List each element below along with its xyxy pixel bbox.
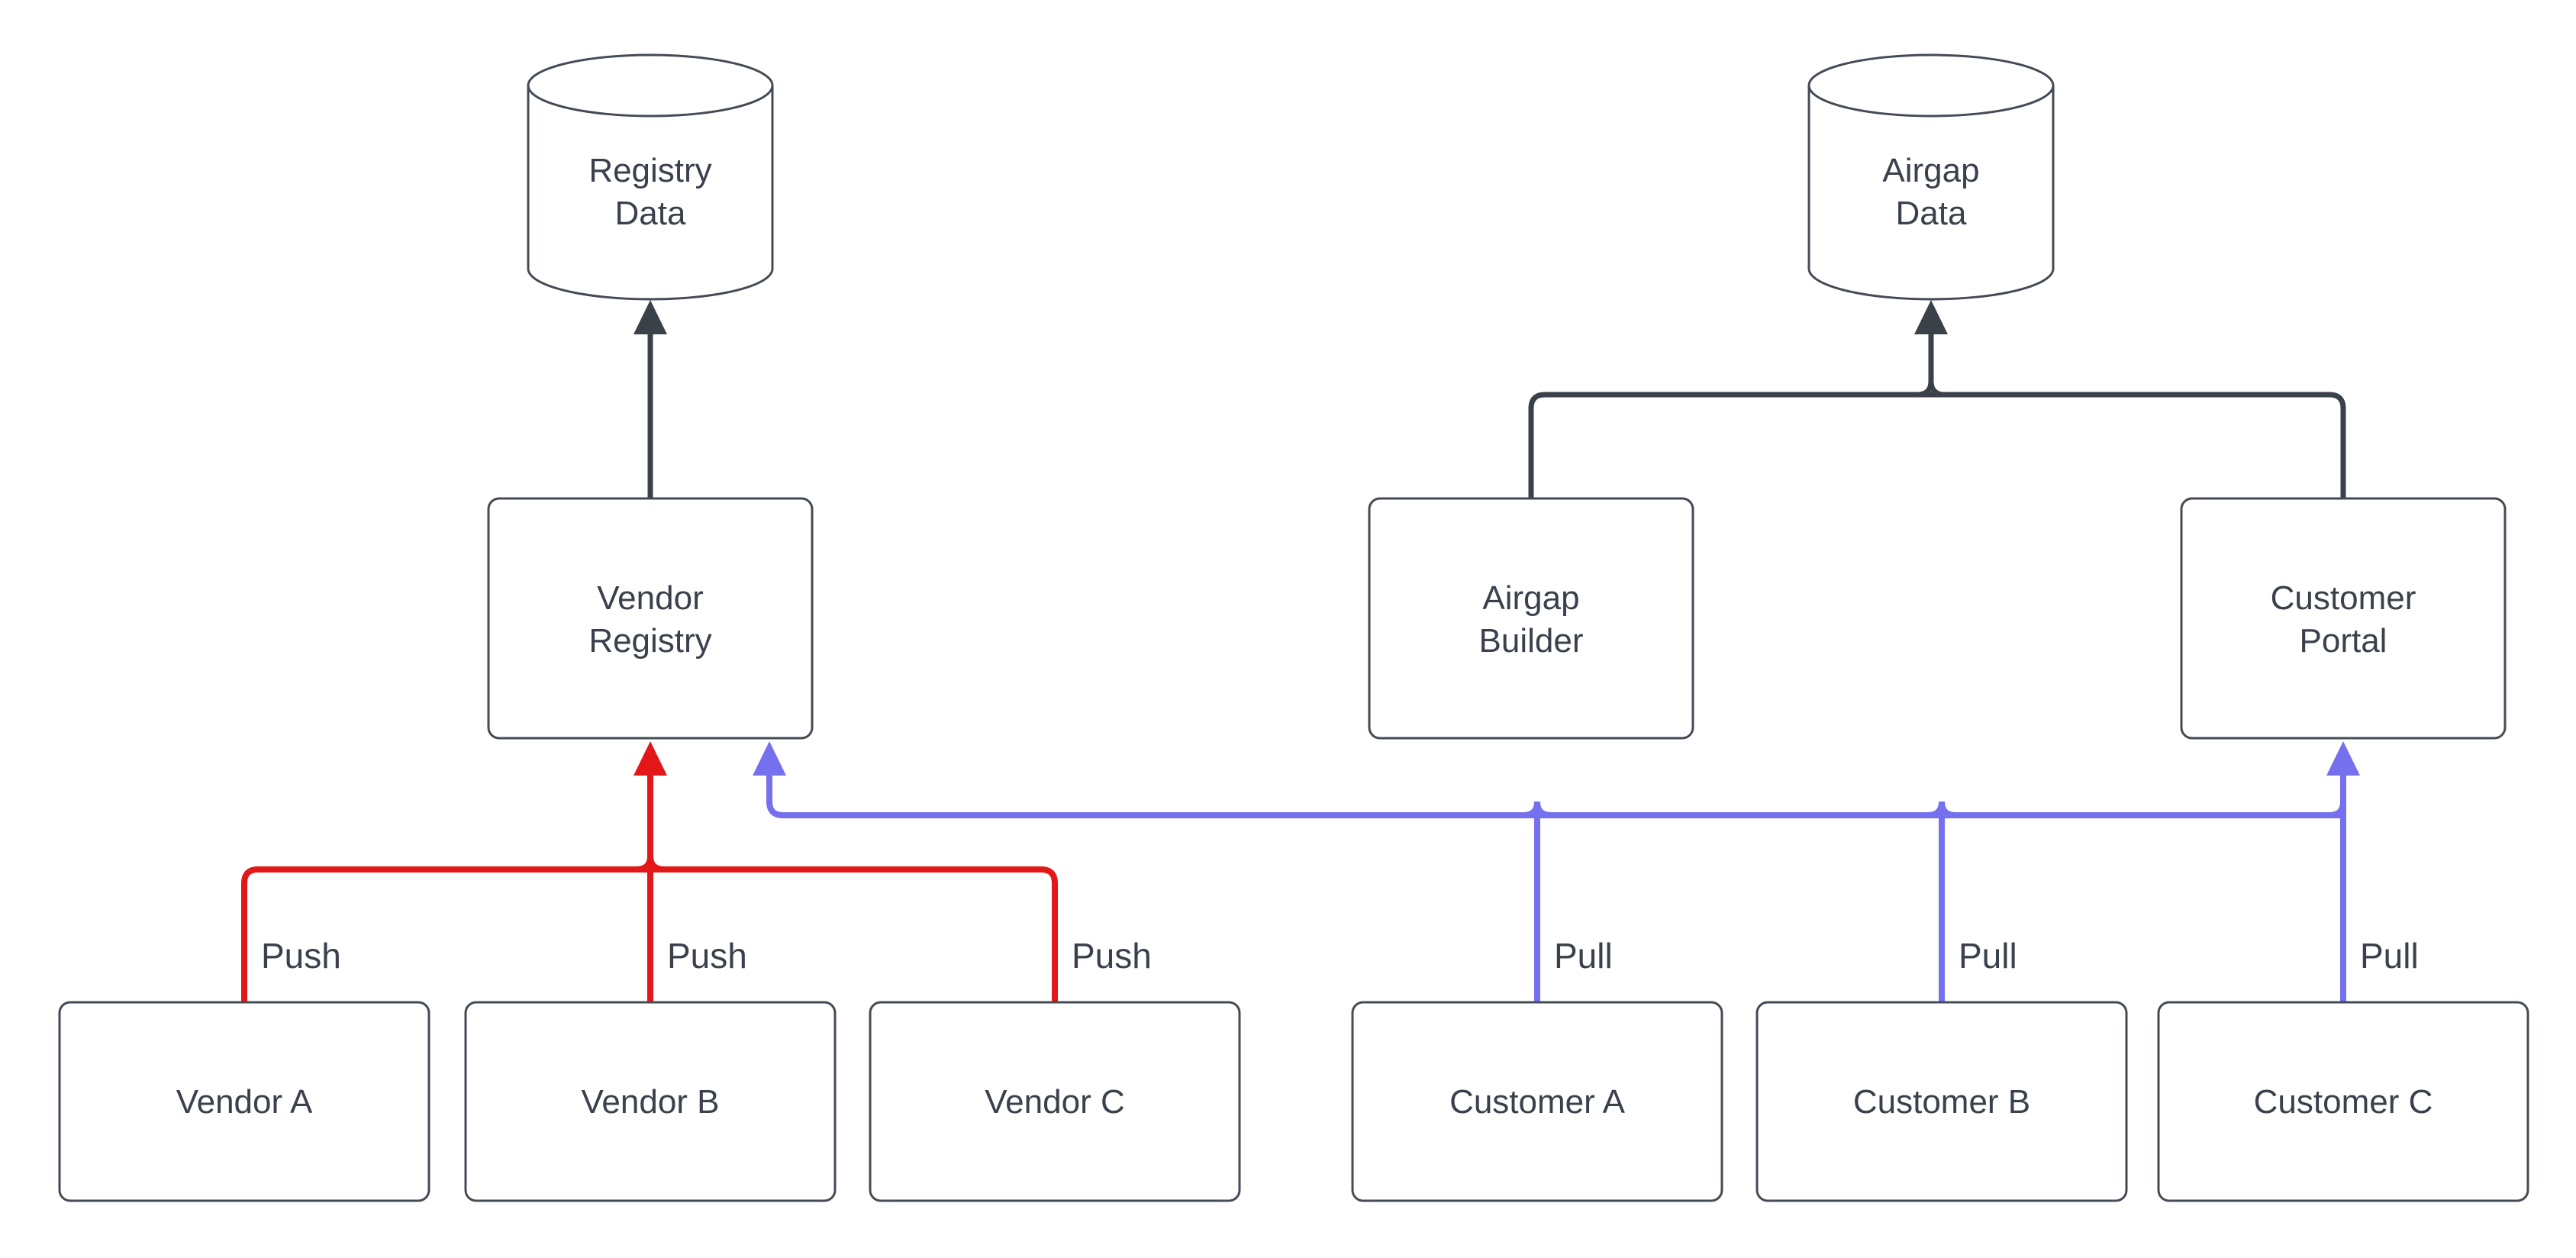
arrowhead-up-icon — [753, 741, 786, 776]
cylinder-body — [527, 85, 774, 301]
node-box — [2180, 497, 2507, 740]
airgap-builder-label-line2: Builder — [1479, 622, 1584, 660]
push-label-vendor-a: Push — [261, 936, 341, 976]
customer-b-label: Customer B — [1853, 1083, 2030, 1121]
arrowhead-up-icon — [634, 300, 667, 334]
push-junction-fillet — [636, 855, 665, 873]
customer-c-label: Customer C — [2254, 1083, 2433, 1121]
node-box — [1755, 1001, 2128, 1202]
vendor-registry-node: Vendor Registry — [487, 497, 814, 740]
node-box — [869, 1001, 1241, 1202]
airgap-data-cylinder: Airgap Data — [1807, 53, 2055, 301]
vendor-registry-label-line2: Registry — [588, 622, 711, 660]
airgap-builder-node: Airgap Builder — [1368, 497, 1694, 740]
node-box — [58, 1001, 430, 1202]
vendor-b-node: Vendor B — [464, 1001, 837, 1202]
vendor-a-label: Vendor A — [176, 1083, 313, 1121]
edge-customer-portal-to-airgap-data — [1931, 392, 2346, 498]
customer-portal-label-line1: Customer — [2271, 579, 2416, 617]
arrowhead-up-icon — [634, 741, 667, 776]
airgap-data-label-line1: Airgap — [1882, 152, 1979, 189]
push-label-vendor-b: Push — [667, 936, 747, 976]
customer-c-node: Customer C — [2157, 1001, 2529, 1202]
edge-pull-network — [753, 741, 2360, 1002]
arrowhead-up-icon — [1914, 300, 1948, 334]
vendor-registry-label-line1: Vendor — [597, 579, 703, 617]
customer-b-node: Customer B — [1755, 1001, 2128, 1202]
edge-line — [1931, 392, 2346, 498]
node-box — [1351, 1001, 1723, 1202]
node-box — [1368, 497, 1694, 740]
vendor-a-node: Vendor A — [58, 1001, 430, 1202]
edge-junction-to-airgap-data — [1914, 300, 1948, 398]
pull-label-customer-b: Pull — [1959, 936, 2017, 976]
pull-horizontal-trunk — [766, 773, 2343, 818]
customer-portal-label-line2: Portal — [2300, 622, 2387, 660]
vendor-b-label: Vendor B — [581, 1083, 719, 1121]
pull-customer-c-line — [2329, 773, 2346, 1002]
vendor-c-node: Vendor C — [869, 1001, 1241, 1202]
edge-push-network — [241, 741, 1058, 1002]
edge-airgap-builder-to-airgap-data — [1528, 392, 1931, 498]
cylinder-top — [527, 53, 774, 118]
customer-portal-node: Customer Portal — [2180, 497, 2507, 740]
cylinder-top — [1807, 53, 2055, 118]
node-box — [2157, 1001, 2529, 1202]
vendor-c-label: Vendor C — [985, 1083, 1124, 1121]
registry-data-label-line2: Data — [615, 195, 686, 232]
pull-customer-a-line — [1523, 801, 1552, 1002]
push-label-vendor-c: Push — [1072, 936, 1152, 976]
edge-vendor-registry-to-registry-data — [634, 300, 667, 498]
registry-data-label-line1: Registry — [588, 152, 711, 189]
pull-customer-b-line — [1927, 801, 1956, 1002]
edge-line — [1917, 330, 1946, 398]
cylinder-body — [1807, 85, 2055, 301]
node-box — [487, 497, 814, 740]
customer-a-node: Customer A — [1351, 1001, 1723, 1202]
airgap-data-label-line2: Data — [1896, 195, 1967, 232]
pull-label-customer-a: Pull — [1554, 936, 1613, 976]
customer-a-label: Customer A — [1449, 1083, 1626, 1121]
node-box — [464, 1001, 837, 1202]
registry-data-cylinder: Registry Data — [527, 53, 774, 301]
edge-line — [1528, 392, 1931, 498]
airgap-builder-label-line1: Airgap — [1482, 579, 1579, 617]
pull-label-customer-c: Pull — [2360, 936, 2419, 976]
arrowhead-up-icon — [2326, 741, 2360, 776]
